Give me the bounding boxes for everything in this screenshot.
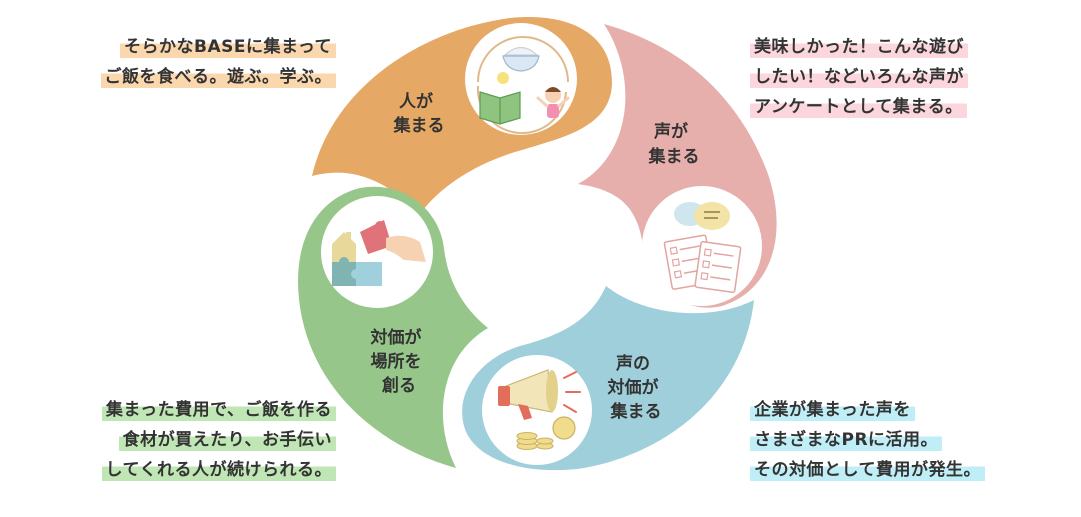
note-top-right-line-1: 美味しかった！こんな遊び	[750, 36, 968, 58]
label-voices-line-1: 声が	[653, 121, 688, 142]
label-place-line-2: 場所を	[371, 352, 422, 372]
rice-bowl-book-child-icon	[476, 36, 570, 135]
note-top-left-line-1: そらかなBASEに集まって	[120, 36, 336, 58]
label-people-line-2: 集まる	[393, 115, 445, 136]
note-top-right-line-2: したい！などいろんな声が	[750, 66, 968, 88]
label-value-line-2: 対価が	[607, 377, 659, 398]
label-voices: 声が 集まる	[648, 121, 700, 167]
note-top-left: そらかなBASEに集まって ご飯を食べる。遊ぶ。学ぶ。	[68, 32, 336, 92]
note-bottom-left-line-3: してくれる人が続けられる。	[101, 459, 336, 481]
label-place-line-3: 創る	[381, 375, 416, 396]
note-bottom-right-line-1: 企業が集まった声を	[750, 399, 915, 421]
note-top-left-line-2: ご飯を食べる。遊ぶ。学ぶ。	[100, 66, 336, 88]
note-bottom-left-line-1: 集まった費用で、ご飯を作る	[101, 399, 336, 421]
megaphone-coins-icon	[498, 369, 581, 450]
survey-speech-icon	[663, 202, 742, 294]
label-voices-line-2: 集まる	[648, 146, 700, 167]
label-value-line-1: 声の	[615, 353, 650, 374]
note-bottom-right-line-2: さまざまなPRに活用。	[750, 429, 943, 451]
note-bottom-right-line-3: その対価として費用が発生。	[750, 459, 985, 481]
puzzle-house-icon	[332, 220, 426, 286]
label-people: 人が 集まる	[393, 91, 445, 136]
label-place: 対価が 場所を 創る	[370, 327, 428, 396]
label-value-line-3: 集まる	[610, 401, 662, 422]
note-top-right-line-3: アンケートとして集まる。	[750, 96, 967, 118]
segment-people	[312, 17, 612, 215]
note-bottom-left: 集まった費用で、ご飯を作る 食材が買えたり、お手伝い してくれる人が続けられる。	[40, 395, 336, 485]
note-bottom-right: 企業が集まった声を さまざまなPRに活用。 その対価として費用が発生。	[750, 395, 1050, 485]
label-place-line-1: 対価が	[370, 327, 422, 348]
note-top-right: 美味しかった！こんな遊び したい！などいろんな声が アンケートとして集まる。	[750, 32, 1050, 122]
note-bottom-left-line-2: 食材が買えたり、お手伝い	[118, 429, 336, 451]
label-value: 声の 対価が 集まる	[607, 353, 665, 422]
label-people-line-1: 人が	[399, 91, 433, 112]
